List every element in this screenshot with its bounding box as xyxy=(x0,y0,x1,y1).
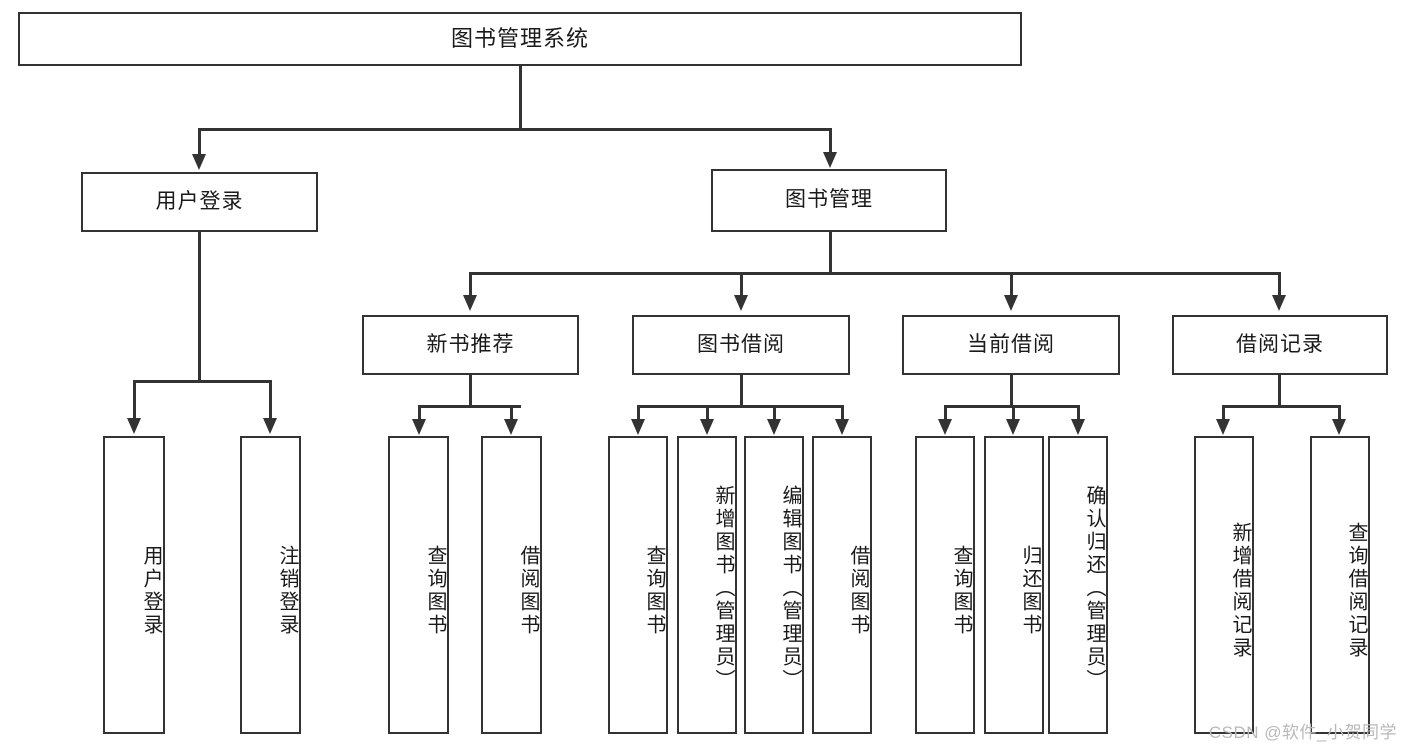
arrowhead-leaf-query-book-1 xyxy=(412,419,426,435)
connector-nbr-drop-1 xyxy=(418,405,421,421)
node-book-management-system[interactable]: 图书管理系统 xyxy=(18,12,1022,66)
leaf-node-borrow-book[interactable]: 借阅图书 xyxy=(812,436,872,734)
connector-bb-drop-2 xyxy=(706,405,709,421)
connector-br-drop-1 xyxy=(1222,405,1225,421)
connector-to-book-management xyxy=(829,128,832,154)
node-borrow-record[interactable]: 借阅记录 xyxy=(1172,315,1388,375)
connector-book-borrow-bus xyxy=(637,405,843,408)
arrowhead-book-management xyxy=(823,152,837,168)
leaf-node-confirm-return[interactable]: 确认归还（管理员） xyxy=(1048,436,1108,734)
leaf-node-query-book-new[interactable]: 查询图书 xyxy=(388,436,449,734)
node-new-book-recommend[interactable]: 新书推荐 xyxy=(362,315,579,375)
connector-user-login-drop-1 xyxy=(133,380,136,420)
arrowhead-leaf-logout-login xyxy=(263,418,277,434)
arrowhead-current-borrow xyxy=(1004,295,1018,311)
arrowhead-leaf-edit-book xyxy=(767,419,781,435)
connector-cb-drop-1 xyxy=(944,405,947,421)
connector-level2-bus xyxy=(198,128,832,131)
arrowhead-leaf-query-book-3 xyxy=(938,419,952,435)
connector-current-borrow-stem xyxy=(1010,375,1013,405)
arrowhead-book-borrow xyxy=(734,295,748,311)
arrowhead-new-book-recommend xyxy=(463,295,477,311)
arrowhead-leaf-add-record xyxy=(1216,419,1230,435)
connector-borrow-record-bus xyxy=(1222,405,1341,408)
connector-cb-drop-2 xyxy=(1012,405,1015,421)
arrowhead-leaf-return-book xyxy=(1006,419,1020,435)
connector-current-borrow-bus xyxy=(944,405,1079,408)
connector-bb-drop-1 xyxy=(637,405,640,421)
connector-new-book-recommend-bus xyxy=(418,405,521,408)
arrowhead-borrow-record xyxy=(1272,295,1286,311)
connector-cb-drop-3 xyxy=(1077,405,1080,421)
connector-level3-bus xyxy=(469,272,1280,275)
connector-new-book-recommend-stem xyxy=(469,375,472,405)
node-book-borrow[interactable]: 图书借阅 xyxy=(632,315,850,375)
connector-to-book-borrow xyxy=(740,272,743,297)
arrowhead-leaf-borrow-book-1 xyxy=(504,419,518,435)
connector-user-login-stem xyxy=(198,232,201,380)
leaf-node-return-book[interactable]: 归还图书 xyxy=(984,436,1044,734)
leaf-node-user-login[interactable]: 用户登录 xyxy=(103,436,165,734)
leaf-node-query-book-current[interactable]: 查询图书 xyxy=(915,436,975,734)
arrowhead-leaf-borrow-book-2 xyxy=(835,419,849,435)
connector-nbr-drop-2 xyxy=(510,405,513,421)
leaf-node-add-borrow-record[interactable]: 新增借阅记录 xyxy=(1194,436,1254,734)
node-book-management[interactable]: 图书管理 xyxy=(711,169,947,232)
leaf-node-query-borrow-record[interactable]: 查询借阅记录 xyxy=(1310,436,1370,734)
node-user-login[interactable]: 用户登录 xyxy=(81,172,318,232)
connector-to-current-borrow xyxy=(1010,272,1013,297)
connector-bb-drop-4 xyxy=(841,405,844,421)
connector-to-new-book-recommend xyxy=(469,272,472,297)
connector-to-user-login xyxy=(198,128,201,156)
leaf-node-add-book[interactable]: 新增图书（管理员） xyxy=(677,436,737,734)
connector-user-login-bus xyxy=(133,380,270,383)
arrowhead-user-login xyxy=(192,154,206,170)
leaf-node-edit-book[interactable]: 编辑图书（管理员） xyxy=(744,436,804,734)
arrowhead-leaf-add-book xyxy=(700,419,714,435)
node-current-borrow[interactable]: 当前借阅 xyxy=(902,315,1120,375)
connector-root-stem xyxy=(519,66,522,128)
leaf-node-borrow-book-new[interactable]: 借阅图书 xyxy=(481,436,542,734)
connector-borrow-record-stem xyxy=(1278,375,1281,405)
arrowhead-leaf-query-book-2 xyxy=(631,419,645,435)
arrowhead-leaf-user-login xyxy=(127,418,141,434)
connector-book-management-stem xyxy=(829,232,832,272)
connector-bb-drop-3 xyxy=(773,405,776,421)
connector-to-borrow-record xyxy=(1278,272,1281,297)
arrowhead-leaf-query-record xyxy=(1332,419,1346,435)
leaf-node-logout-login[interactable]: 注销登录 xyxy=(240,436,301,734)
connector-book-borrow-stem xyxy=(740,375,743,405)
connector-user-login-drop-2 xyxy=(269,380,272,420)
connector-br-drop-2 xyxy=(1338,405,1341,421)
arrowhead-leaf-confirm-return xyxy=(1071,419,1085,435)
leaf-node-query-book-borrow[interactable]: 查询图书 xyxy=(608,436,668,734)
